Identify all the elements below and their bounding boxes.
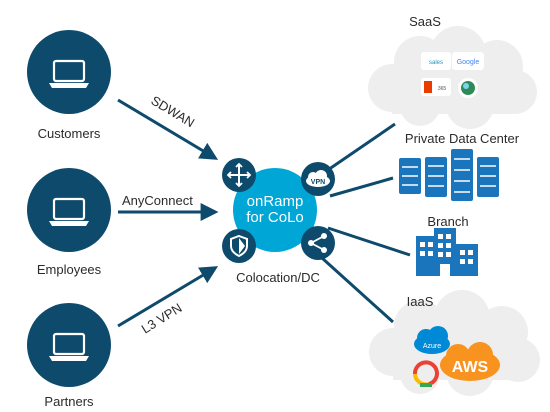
anyconnect-link-label: AnyConnect	[122, 193, 193, 208]
private-dc-link	[329, 176, 394, 198]
customers-label: Customers	[37, 126, 101, 141]
vpn-cloud-icon: VPN	[301, 162, 335, 196]
iaas-label: IaaS	[406, 294, 434, 309]
azure-logo-text: Azure	[423, 343, 441, 350]
iaas-link	[320, 256, 395, 324]
gcp-logo	[413, 360, 439, 387]
sdwan-arrow	[117, 98, 219, 160]
partners-circle	[27, 303, 111, 387]
saas-cloud: sales Google 365	[368, 26, 537, 129]
l3vpn-link-label: L3 VPN	[139, 300, 185, 336]
datacenter-servers-icon	[399, 149, 499, 201]
hub-title-line2: for CoLo	[246, 209, 304, 226]
customers-circle	[27, 30, 111, 114]
onramp-hub	[233, 168, 317, 252]
share-icon	[301, 226, 335, 260]
partners-node	[27, 303, 111, 387]
saas-label: SaaS	[409, 14, 441, 29]
branch-link	[327, 226, 411, 257]
salesforce-logo-text: sales	[429, 60, 443, 66]
saas-link	[321, 122, 396, 176]
hub-title-line1: onRamp	[246, 193, 304, 210]
aws-logo: AWS	[440, 342, 500, 381]
partners-label: Partners	[44, 394, 94, 409]
sdwan-router-icon	[222, 158, 256, 192]
hub-circle	[233, 168, 317, 252]
l3vpn-arrow	[117, 266, 219, 328]
employees-label: Employees	[36, 262, 102, 277]
hub-title: onRamp for CoLo	[246, 194, 304, 226]
iaas-cloud: Azure AWS	[369, 290, 540, 396]
employees-node	[27, 168, 111, 252]
private-dc-label: Private Data Center	[404, 131, 520, 146]
google-logo-text: Google	[457, 59, 480, 66]
vpn-badge-text: VPN	[311, 179, 325, 186]
customers-node	[27, 30, 111, 114]
branch-label: Branch	[427, 214, 469, 229]
employees-circle	[27, 168, 111, 252]
office365-logo-text: 365	[438, 86, 447, 92]
aws-logo-text: AWS	[452, 359, 489, 376]
azure-logo: Azure	[414, 326, 450, 354]
branch-building-icon	[416, 228, 478, 276]
google-logo	[452, 52, 484, 70]
hub-caption: Colocation/DC	[236, 270, 320, 285]
sdwan-link-label: SDWAN	[148, 93, 197, 131]
security-shield-icon	[222, 229, 256, 263]
salesforce-logo	[421, 52, 451, 70]
